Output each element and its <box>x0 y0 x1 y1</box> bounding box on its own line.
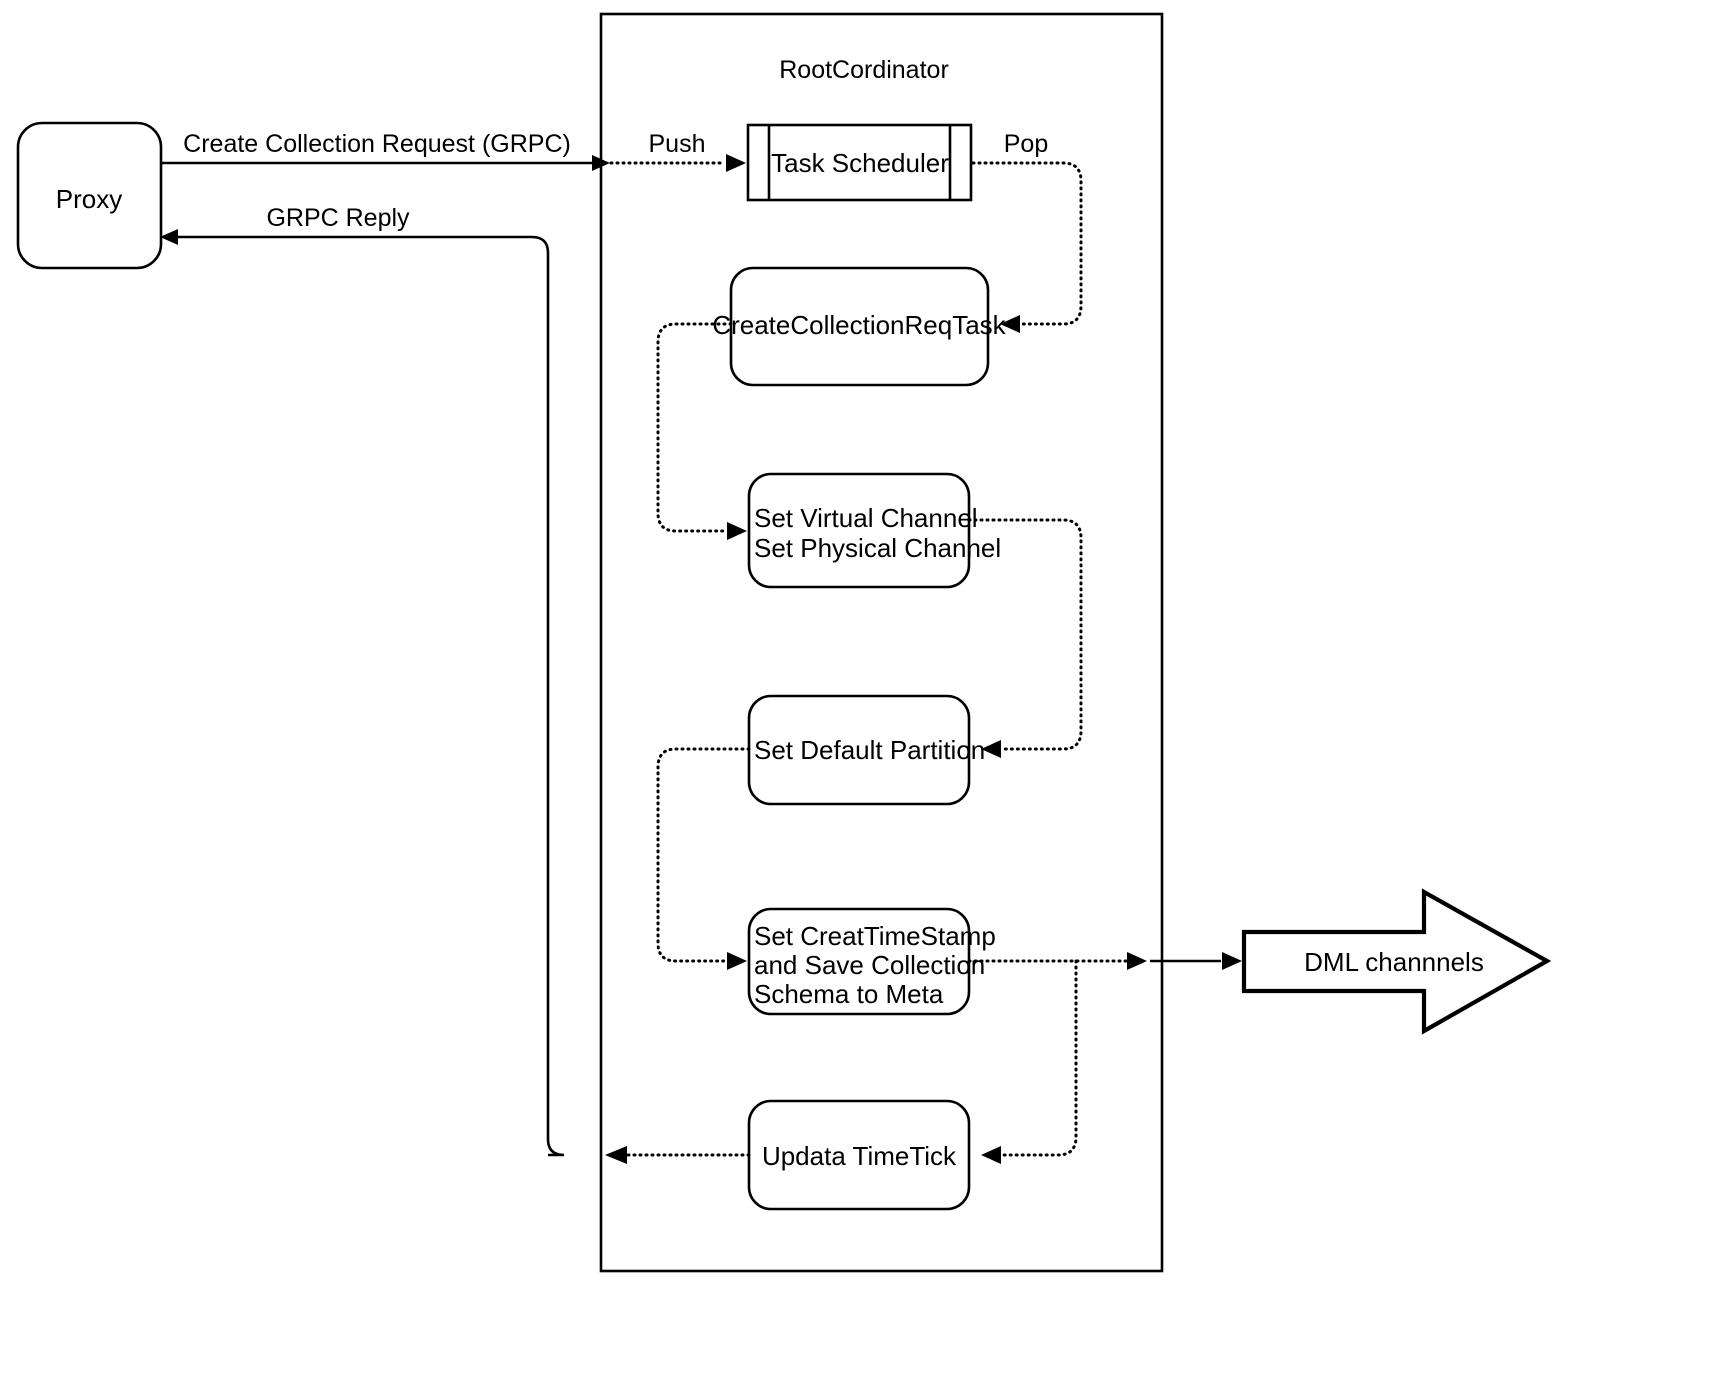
proxy-label: Proxy <box>56 184 122 214</box>
root-coordinator-label: RootCordinator <box>779 56 949 84</box>
pop-label: Pop <box>1004 130 1048 158</box>
grpc-reply-label: GRPC Reply <box>266 204 410 232</box>
edge-push[interactable]: Push <box>609 130 746 172</box>
edge-channel-to-partition[interactable] <box>967 518 1083 758</box>
timestamp-to-dml-arrowhead-1 <box>1127 952 1147 970</box>
create-collection-req-task-box <box>729 266 990 387</box>
set-channel-label-line2: Set Physical Channel <box>754 533 1001 563</box>
push-arrowhead <box>726 154 746 172</box>
task-to-channel-line <box>656 322 733 533</box>
edge-partition-to-timestamp[interactable] <box>656 747 751 970</box>
partition-to-timestamp-line <box>656 747 751 963</box>
node-task-scheduler[interactable]: Task Scheduler <box>746 123 973 202</box>
channel-to-partition-line <box>967 518 1083 751</box>
create-request-arrowhead <box>592 155 610 171</box>
pop-arrowhead <box>1000 315 1020 333</box>
timetick-to-reply-arrowhead <box>605 1146 627 1164</box>
set-channel-label-line1: Set Virtual Channel <box>754 503 978 533</box>
timestamp-to-dml-arrowhead-2 <box>1222 952 1242 970</box>
node-proxy[interactable]: Proxy <box>16 121 163 270</box>
node-create-collection-req-task[interactable]: CreateCollectionReqTask <box>712 266 1007 387</box>
create-request-label: Create Collection Request (GRPC) <box>183 130 571 158</box>
set-create-timestamp-label-line1: Set CreatTimeStamp <box>754 921 996 951</box>
dml-channels-block-arrow <box>1241 888 1552 1035</box>
task-scheduler-box <box>746 123 973 202</box>
edge-timestamp-to-timetick[interactable] <box>981 959 1078 1164</box>
node-update-timetick[interactable]: Updata TimeTick <box>747 1099 971 1211</box>
set-default-partition-label: Set Default Partition <box>754 735 985 765</box>
edge-timetick-to-reply[interactable] <box>605 1146 751 1164</box>
edge-grpc-reply[interactable]: GRPC Reply <box>160 204 565 1157</box>
edge-timestamp-to-dml[interactable] <box>967 952 1242 970</box>
partition-to-timestamp-arrowhead <box>727 952 747 970</box>
update-timetick-label: Updata TimeTick <box>762 1141 957 1171</box>
node-set-create-timestamp[interactable]: Set CreatTimeStamp and Save Collection S… <box>747 907 996 1016</box>
dml-channels-label: DML channnels <box>1304 947 1484 977</box>
grpc-reply-arrowhead <box>160 229 178 245</box>
timestamp-to-timetick-line <box>1000 959 1078 1157</box>
node-dml-channels[interactable]: DML channnels <box>1241 888 1552 1035</box>
node-set-default-partition[interactable]: Set Default Partition <box>747 694 985 806</box>
task-to-channel-arrowhead <box>727 522 747 540</box>
edge-pop[interactable]: Pop <box>971 130 1083 333</box>
timestamp-to-timetick-arrowhead <box>981 1146 1001 1164</box>
node-root-coordinator[interactable]: RootCordinator <box>599 12 1164 1273</box>
edge-create-collection-request[interactable]: Create Collection Request (GRPC) <box>161 130 610 171</box>
set-create-timestamp-label-line2: and Save Collection <box>754 950 985 980</box>
proxy-box <box>16 121 163 270</box>
set-create-timestamp-label-line3: Schema to Meta <box>754 979 944 1009</box>
root-coordinator-border <box>599 12 1164 1273</box>
node-set-channel[interactable]: Set Virtual Channel Set Physical Channel <box>747 472 1001 589</box>
set-channel-box <box>747 472 971 589</box>
channel-to-partition-arrowhead <box>981 740 1001 758</box>
task-scheduler-label: Task Scheduler <box>771 148 949 178</box>
pop-line <box>971 161 1083 326</box>
create-collection-req-task-label: CreateCollectionReqTask <box>712 310 1006 340</box>
grpc-reply-line <box>178 235 565 1157</box>
edge-task-to-channel[interactable] <box>656 322 747 540</box>
push-label: Push <box>649 130 706 158</box>
